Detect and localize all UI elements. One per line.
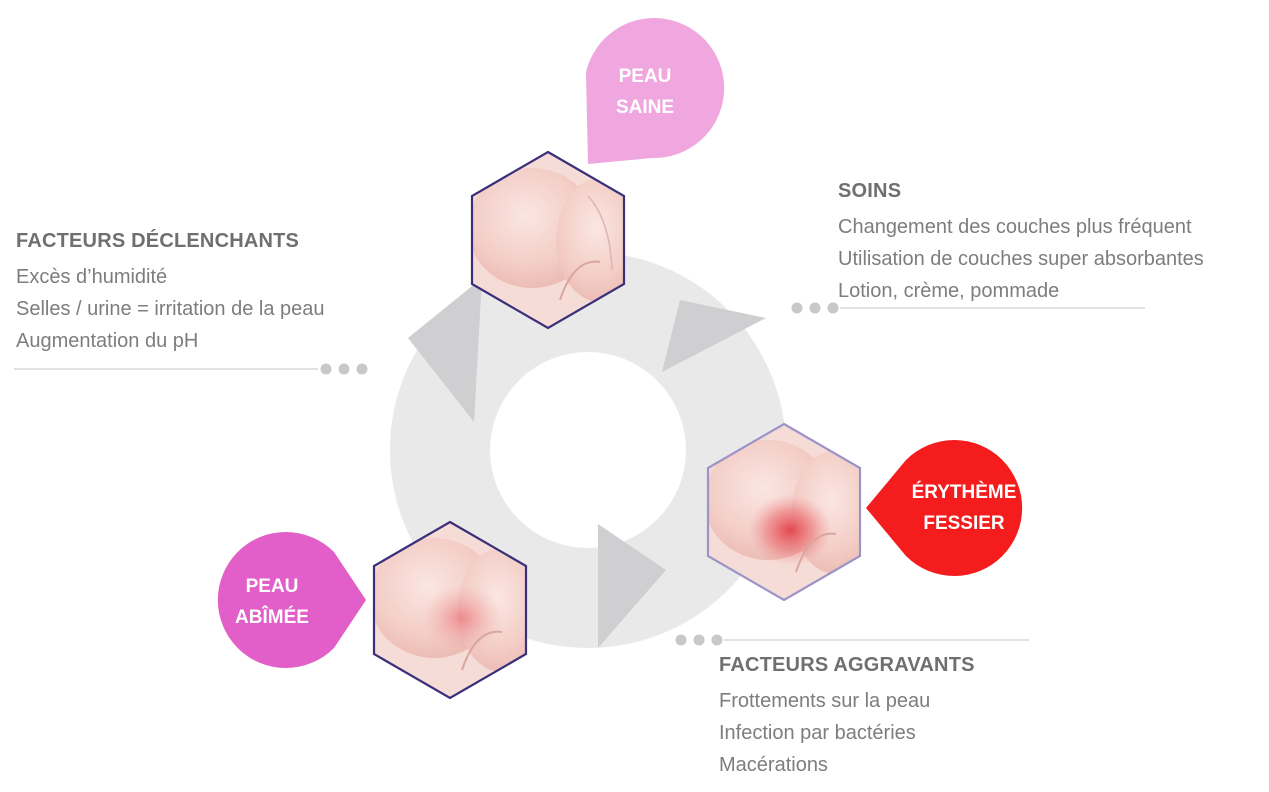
arrow-left xyxy=(408,278,482,422)
hexagon-damaged-skin xyxy=(372,520,528,700)
aggravating-factor-item: Frottements sur la peau xyxy=(719,690,931,712)
care-item: Utilisation de couches super absorbantes xyxy=(838,248,1204,270)
trigger-factors-block: FACTEURS DÉCLENCHANTS Excès d’humidité S… xyxy=(16,230,325,357)
aggravating-factors-heading: FACTEURS AGGRAVANTS xyxy=(719,654,975,676)
care-block: SOINS Changement des couches plus fréque… xyxy=(838,180,1204,307)
connector-care xyxy=(791,302,1145,314)
trigger-factor-item: Excès d’humidité xyxy=(16,266,168,288)
connector-aggravating xyxy=(675,634,1029,646)
trigger-factor-item: Augmentation du pH xyxy=(16,330,199,352)
care-item: Lotion, crème, pommade xyxy=(838,280,1060,302)
aggravating-factor-item: Infection par bactéries xyxy=(719,722,916,744)
hexagon-erythema xyxy=(706,422,862,602)
trigger-factor-item: Selles / urine = irritation de la peau xyxy=(16,298,325,320)
hexagon-healthy-skin xyxy=(470,150,626,330)
arrow-right xyxy=(662,300,766,372)
aggravating-factors-block: FACTEURS AGGRAVANTS Frottements sur la p… xyxy=(719,654,975,781)
care-item: Changement des couches plus fréquent xyxy=(838,216,1192,238)
trigger-factors-heading: FACTEURS DÉCLENCHANTS xyxy=(16,230,300,252)
aggravating-factor-item: Macérations xyxy=(719,754,828,776)
care-heading: SOINS xyxy=(838,180,902,202)
connector-triggers xyxy=(14,363,368,375)
arrow-bottom xyxy=(598,524,666,648)
